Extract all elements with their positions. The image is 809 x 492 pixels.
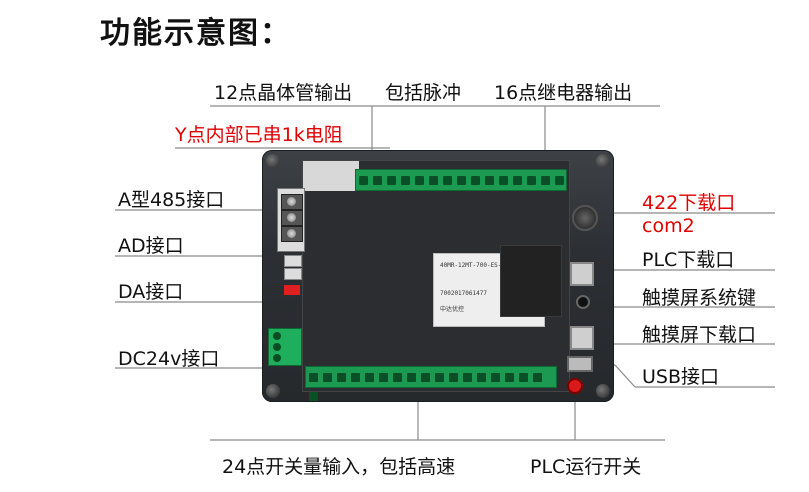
label-touch-download: 触摸屏下载口 [642, 324, 757, 346]
ad-connector [284, 268, 302, 280]
plc-download-port[interactable] [570, 262, 594, 286]
port-cover [500, 245, 562, 317]
plc-device: 40MR-12MT-700-ES-A485 7002017061477 中达优控 [262, 150, 614, 402]
label-plc-run-switch: PLC运行开关 [530, 456, 642, 478]
label-com2: com2 [642, 215, 695, 237]
label-ad-port: AD接口 [118, 235, 184, 257]
label-usb: USB接口 [642, 366, 720, 388]
da-connector [284, 285, 300, 295]
label-touch-system-key: 触摸屏系统键 [642, 287, 757, 309]
label-da-port: DA接口 [118, 281, 184, 303]
model-text: 40MR-12MT-700-ES-A485 [440, 262, 516, 269]
label-input-24: 24点开关量输入，包括高速 [222, 456, 456, 478]
input-terminal-block [305, 366, 557, 401]
terminal-screw-icon [281, 194, 303, 210]
label-transistor-output: 12点晶体管输出 [214, 82, 353, 104]
screw-icon [596, 384, 610, 398]
touch-download-port[interactable] [570, 326, 594, 350]
terminal-screw-icon [281, 226, 303, 242]
terminal-screw-icon [281, 210, 303, 226]
brand-text: 中达优控 [440, 306, 465, 313]
label-dc24v-port: DC24v接口 [118, 348, 220, 370]
label-plc-download: PLC下载口 [642, 249, 735, 271]
screw-icon [596, 154, 610, 168]
output-terminal-block [355, 169, 567, 191]
plc-run-switch[interactable] [567, 378, 583, 394]
screw-icon [266, 384, 280, 398]
dc24v-terminal [268, 328, 302, 366]
screw-icon [266, 154, 280, 168]
com2-port[interactable] [572, 205, 598, 231]
usb-port[interactable] [567, 356, 593, 372]
label-relay-output: 16点继电器输出 [494, 82, 633, 104]
ad-connector [284, 255, 302, 267]
page-title: 功能示意图： [100, 16, 292, 51]
touch-system-key[interactable] [576, 295, 590, 309]
label-pulse: 包括脉冲 [385, 82, 462, 104]
label-y-resistor: Y点内部已串1k电阻 [175, 124, 343, 146]
serial-text: 7002017061477 [440, 290, 487, 297]
label-485-port: A型485接口 [118, 189, 225, 211]
label-422-download: 422下载口 [642, 192, 736, 214]
